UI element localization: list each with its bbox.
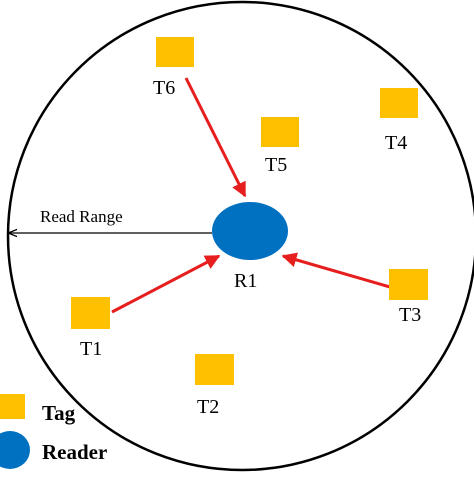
legend-tag-swatch (0, 394, 25, 419)
tag-t6 (156, 37, 194, 67)
tag-t3-label: T3 (399, 304, 421, 326)
tag-t1 (71, 297, 110, 329)
legend-reader-label: Reader (42, 440, 107, 464)
tag-t6-label: T6 (153, 77, 175, 99)
tag-t4-label: T4 (385, 132, 407, 154)
tag-t1-label: T1 (80, 338, 102, 360)
tag-t2 (195, 354, 234, 385)
link-arrow-t3 (281, 252, 391, 289)
tag-t2-label: T2 (197, 396, 219, 418)
legend: Tag Reader (0, 394, 107, 469)
tag-t5-label: T5 (265, 154, 287, 176)
reader-r1 (212, 202, 288, 260)
link-arrow-t1 (111, 254, 221, 314)
reader-r1-label: R1 (234, 270, 257, 292)
read-range-label: Read Range (40, 207, 123, 226)
link-arrow-t6 (184, 77, 247, 198)
legend-tag-label: Tag (42, 401, 76, 425)
tag-t4 (380, 88, 418, 118)
legend-reader-swatch (0, 431, 30, 469)
tag-t5 (261, 117, 299, 147)
read-range-boundary (6, 0, 474, 472)
tag-t3 (389, 269, 428, 300)
